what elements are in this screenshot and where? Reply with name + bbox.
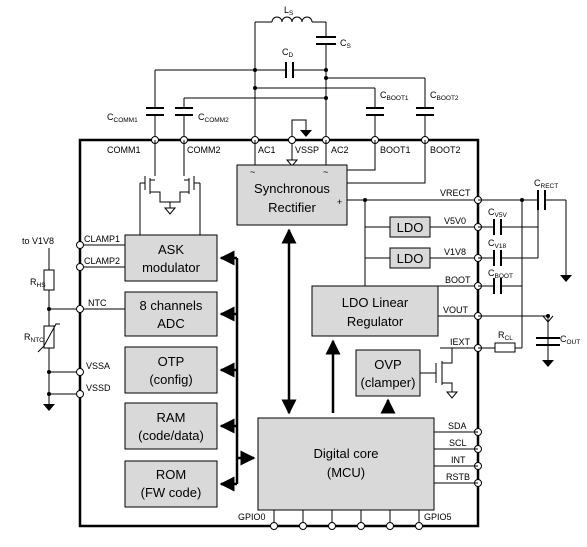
pin-ntc: NTC	[88, 298, 107, 308]
pin-int: INT	[451, 455, 466, 465]
ldo-linear-line2: Regulator	[347, 314, 404, 329]
pin-ac1: AC1	[258, 145, 276, 155]
ldo-1v8-label: LDO	[397, 251, 424, 266]
digital-core-block	[257, 417, 435, 511]
ram-line1: RAM	[157, 410, 186, 425]
pin-iext: IEXT	[450, 337, 471, 347]
chip-outline	[78, 138, 480, 528]
pin-gpio0: GPIO0	[238, 512, 266, 522]
pin-comm1: COMM1	[107, 145, 141, 155]
ram-block	[124, 402, 218, 450]
pin-boot: BOOT	[445, 275, 471, 285]
data-buses	[219, 228, 396, 492]
vrect-wiring	[347, 198, 478, 349]
left-pins	[76, 241, 84, 398]
pin-boot1: BOOT1	[380, 145, 411, 155]
rectifier-tilde-right: ~	[323, 167, 328, 177]
ccomm1-label: CCOMM1	[107, 112, 138, 124]
pin-vrect: VRECT	[440, 188, 471, 198]
pin-rstb: RSTB	[446, 472, 470, 482]
pin-scl: SCL	[449, 438, 467, 448]
to-v1v8-label: to V1V8	[22, 236, 54, 246]
otp-block	[124, 346, 218, 394]
cs-label: CS	[340, 38, 352, 50]
rcl-label: RCL	[498, 330, 513, 342]
rom-line1: ROM	[156, 467, 186, 482]
ldo-1v8-block	[389, 247, 431, 269]
pin-gpio5: GPIO5	[424, 512, 452, 522]
adc-block	[124, 291, 218, 337]
pin-vssd: VSSD	[86, 383, 111, 393]
crect-label: CRECT	[534, 178, 558, 190]
rectifier-plus: +	[337, 197, 342, 207]
adc-line2: ADC	[157, 316, 184, 331]
pin-v1v8: V1V8	[444, 247, 466, 257]
top-pins	[151, 136, 429, 144]
otp-line1: OTP	[158, 354, 185, 369]
left-external-circuit	[37, 248, 76, 411]
cd-label: CD	[282, 47, 294, 59]
ovp-block	[355, 349, 421, 397]
ask-line1: ASK	[158, 242, 184, 257]
bottom-gpio-pins	[270, 510, 423, 530]
ovp-line2: (clamper)	[361, 375, 416, 390]
pin-vout: VOUT	[443, 305, 469, 315]
ldo-5v0-label: LDO	[397, 220, 424, 235]
top-tank-circuit	[146, 16, 434, 140]
pin-ac2: AC2	[331, 145, 349, 155]
cv5v-label: CV5V	[488, 207, 507, 219]
pin-sda: SDA	[448, 421, 467, 431]
rom-line2: (FW code)	[141, 485, 202, 500]
pin-v5v0: V5V0	[444, 216, 466, 226]
core-line2: (MCU)	[327, 465, 365, 480]
ovp-transistor	[420, 348, 459, 399]
internal-top-wiring	[139, 140, 426, 235]
pin-vssa: VSSA	[86, 361, 110, 371]
adc-line1: 8 channels	[140, 298, 203, 313]
pin-boot2: BOOT2	[430, 145, 461, 155]
ldo-5v0-block	[389, 216, 431, 238]
ask-line2: modulator	[142, 260, 200, 275]
pin-comm2: COMM2	[187, 145, 221, 155]
pin-clamp2: CLAMP2	[84, 256, 120, 266]
cboot1-label: CBOOT1	[380, 90, 409, 102]
synchronous-rectifier-line1: Synchronous	[254, 181, 330, 196]
synchronous-rectifier-line2: Rectifier	[268, 200, 316, 215]
otp-line2: (config)	[149, 372, 192, 387]
cout-label: COUT	[560, 334, 580, 346]
cboot-label: CBOOT	[488, 268, 513, 280]
pin-clamp1: CLAMP1	[84, 234, 120, 244]
ask-modulator-block	[124, 234, 218, 282]
rectifier-tilde-left: ~	[250, 167, 255, 177]
ovp-line1: OVP	[374, 357, 401, 372]
rom-block	[124, 460, 218, 508]
ldo-linear-line1: LDO Linear	[342, 295, 409, 310]
ls-label: LS	[284, 5, 294, 17]
cv18-label: CV18	[488, 238, 506, 250]
synchronous-rectifier-block	[236, 164, 348, 226]
core-line1: Digital core	[313, 446, 378, 461]
pin-vssp: VSSP	[295, 145, 319, 155]
cboot2-label: CBOOT2	[430, 90, 459, 102]
ram-line2: (code/data)	[138, 428, 204, 443]
core-io-wiring	[434, 431, 478, 484]
left-internal-wiring	[84, 244, 125, 310]
ldo-linear-regulator-block	[311, 285, 439, 337]
right-external-circuit	[478, 190, 572, 367]
ccomm2-label: CCOMM2	[198, 112, 229, 124]
rhs-label: RHS	[30, 277, 46, 289]
rntc-label: RNTC	[24, 332, 44, 344]
